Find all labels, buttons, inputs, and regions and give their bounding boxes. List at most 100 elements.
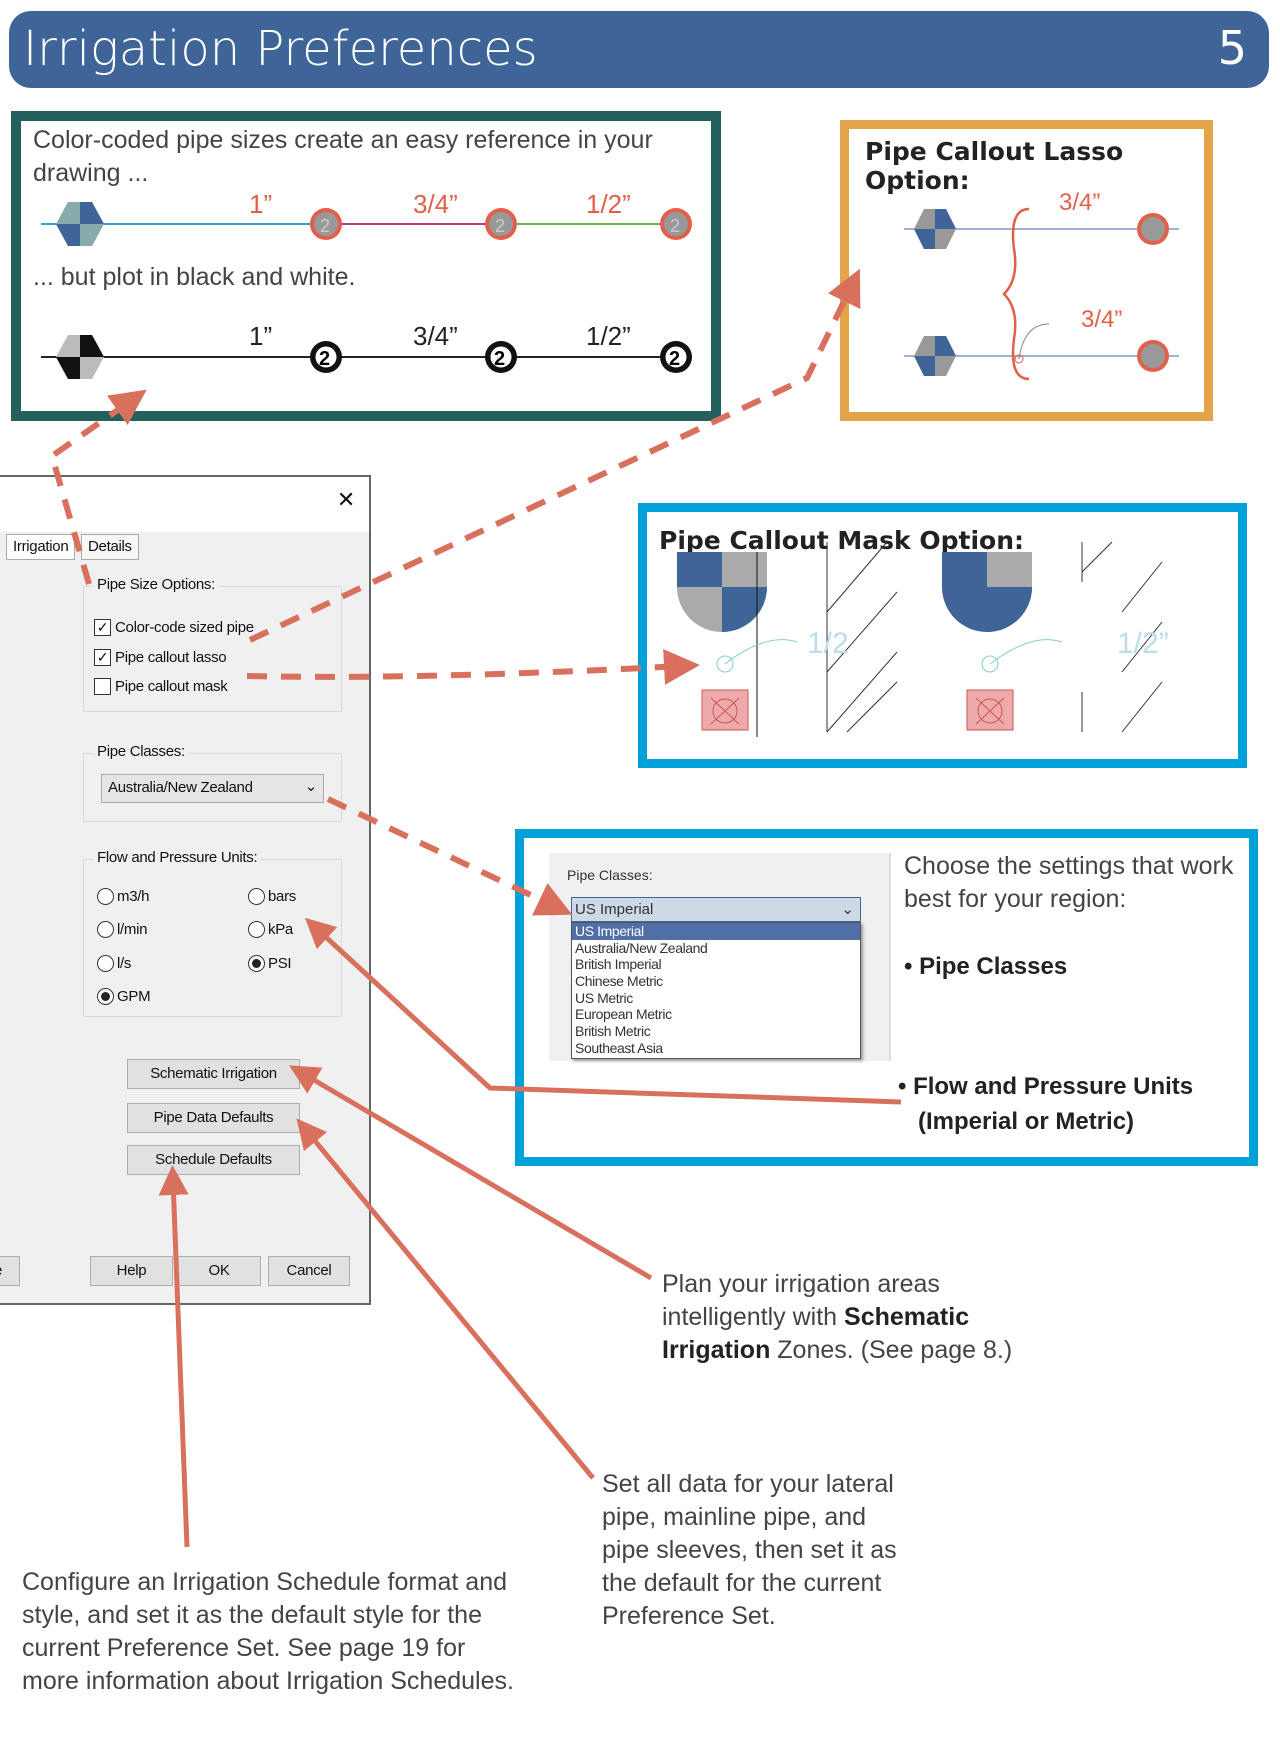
pipe-classes-panel: Pipe Classes: US Imperial⌄ US Imperial A… — [515, 829, 1258, 1166]
option[interactable]: British Imperial — [575, 956, 662, 973]
checkbox-checked-icon: ✓ — [94, 649, 111, 666]
size-label: 1” — [249, 189, 273, 219]
pipe-classes-select[interactable]: US Imperial⌄ — [571, 897, 861, 922]
size-label: 3/4” — [1081, 306, 1123, 333]
radio-m3h[interactable]: m3/h — [97, 888, 149, 905]
radio-lmin[interactable]: l/min — [97, 921, 147, 938]
svg-text:2: 2 — [319, 348, 330, 370]
truncated-button[interactable]: e — [0, 1256, 20, 1286]
radio-icon — [97, 921, 114, 938]
group-label: Pipe Size Options: — [94, 576, 218, 593]
svg-text:2: 2 — [320, 216, 330, 236]
radio-bars[interactable]: bars — [248, 888, 296, 905]
schematic-irrigation-button[interactable]: Schematic Irrigation — [127, 1059, 300, 1089]
size-label: 3/4” — [1059, 189, 1101, 216]
lasso-diagram — [904, 207, 1179, 381]
pipe-data-note: Set all data for your lateral pipe, main… — [602, 1470, 897, 1630]
bullet-flow-units: • Flow and Pressure Units — [898, 1073, 1194, 1100]
radio-label: kPa — [268, 921, 293, 938]
schedule-defaults-button[interactable]: Schedule Defaults — [127, 1145, 300, 1175]
pipe-classes-select[interactable]: Australia/New Zealand ⌄ — [101, 774, 324, 803]
radio-selected-icon — [97, 988, 114, 1005]
radio-ls[interactable]: l/s — [97, 955, 131, 972]
bullet-pipe-classes: • Pipe Classes — [904, 953, 1068, 980]
pipe-diagram: 2 2 2 2 2 2 — [41, 202, 692, 379]
radio-selected-icon — [248, 955, 265, 972]
option[interactable]: British Metric — [575, 1023, 651, 1040]
pipe-classes-label: Pipe Classes: — [567, 867, 653, 883]
radio-label: GPM — [117, 988, 151, 1005]
option[interactable]: European Metric — [575, 1006, 672, 1023]
dialog-titlebar: ✕ — [0, 477, 369, 532]
radio-kpa[interactable]: kPa — [248, 921, 293, 938]
color-coded-text: Color-coded pipe sizes create an easy re… — [33, 126, 653, 187]
radio-icon — [248, 888, 265, 905]
sprinkler-icon: 2 — [660, 341, 692, 373]
radio-psi[interactable]: PSI — [248, 955, 292, 972]
option[interactable]: Southeast Asia — [575, 1039, 663, 1056]
sprinkler-icon: 2 — [660, 208, 692, 240]
note-bold: Schematic Irrigation — [662, 1303, 970, 1364]
size-label: 1/2” — [586, 189, 631, 219]
radio-icon — [97, 888, 114, 905]
radio-label: bars — [268, 888, 296, 905]
option[interactable]: US Imperial — [572, 923, 860, 940]
ok-button[interactable]: OK — [177, 1256, 261, 1286]
radio-label: m3/h — [117, 888, 150, 905]
page-title: Irrigation Preferences — [23, 21, 538, 77]
checkbox-label: Pipe callout lasso — [115, 649, 227, 666]
checkbox-callout-lasso[interactable]: ✓Pipe callout lasso — [94, 649, 227, 666]
schematic-note: Plan your irrigation areas intelligently… — [662, 1268, 1042, 1367]
region-intro: Choose the settings that work best for y… — [904, 852, 1234, 913]
size-label: 3/4” — [413, 321, 458, 351]
sprinkler-icon: 2 — [310, 341, 342, 373]
size-label: 1/2” — [1117, 627, 1169, 660]
option[interactable]: Australia/New Zealand — [575, 939, 708, 956]
pipe-data-defaults-button[interactable]: Pipe Data Defaults — [127, 1103, 300, 1133]
checkbox-color-code[interactable]: ✓Color-code sized pipe — [94, 619, 254, 636]
color-pipes: 2 2 2 — [41, 202, 692, 246]
cancel-button[interactable]: Cancel — [268, 1256, 350, 1286]
bullet-flow-units-sub: (Imperial or Metric) — [918, 1108, 1135, 1135]
svg-text:2: 2 — [495, 216, 505, 236]
sprinkler-icon: 2 — [485, 341, 517, 373]
checkbox-label: Color-code sized pipe — [115, 619, 254, 636]
size-label: 3/4” — [413, 189, 458, 219]
option[interactable]: Chinese Metric — [575, 973, 663, 990]
page-header: Irrigation Preferences 5 — [9, 11, 1269, 88]
help-button[interactable]: Help — [90, 1256, 173, 1286]
chevron-down-icon: ⌄ — [304, 778, 318, 795]
color-coded-pipe-panel: Color-coded pipe sizes create an easy re… — [11, 111, 721, 421]
radio-icon — [248, 921, 265, 938]
pipe-classes-screenshot: Pipe Classes: US Imperial⌄ US Imperial A… — [549, 853, 891, 1061]
chevron-down-icon: ⌄ — [841, 901, 854, 918]
pipe-classes-group: Pipe Classes: Australia/New Zealand⌄ — [83, 743, 342, 822]
radio-label: l/s — [117, 955, 132, 972]
checkbox-unchecked-icon — [94, 678, 111, 695]
sprinkler-icon: 2 — [310, 208, 342, 240]
svg-text:2: 2 — [670, 216, 680, 236]
lasso-option-panel: Pipe Callout Lasso Option: 3/4” 3/4” — [840, 120, 1213, 421]
radio-gpm[interactable]: GPM — [97, 988, 151, 1005]
svg-text:2: 2 — [494, 348, 505, 370]
size-label: 1/2” — [586, 321, 631, 351]
lasso-title: Pipe Callout Lasso Option: — [865, 137, 1124, 195]
size-label: 1” — [249, 321, 273, 351]
pipe-classes-dropdown[interactable]: US Imperial Australia/New Zealand Britis… — [571, 922, 861, 1059]
tab-irrigation[interactable]: Irrigation — [6, 534, 76, 560]
preferences-dialog: ✕ Irrigation Details Pipe Size Options: … — [0, 475, 371, 1305]
option[interactable]: US Metric — [575, 989, 633, 1006]
checkbox-callout-mask[interactable]: Pipe callout mask — [94, 678, 228, 695]
close-icon[interactable]: ✕ — [336, 487, 355, 512]
schedule-note: Configure an Irrigation Schedule format … — [22, 1568, 514, 1695]
note-text: Zones. (See page 8.) — [770, 1336, 1013, 1364]
radio-label: PSI — [268, 955, 292, 972]
note-text: Plan your irrigation areas intelligently… — [662, 1270, 940, 1331]
group-label: Flow and Pressure Units: — [94, 849, 261, 866]
radio-icon — [97, 955, 114, 972]
flow-pressure-units-group: Flow and Pressure Units: m3/h l/min l/s … — [83, 849, 342, 1017]
selected-value: Australia/New Zealand — [108, 779, 253, 796]
tab-details[interactable]: Details — [81, 534, 139, 560]
radio-label: l/min — [117, 921, 148, 938]
sprinkler-icon: 2 — [485, 208, 517, 240]
